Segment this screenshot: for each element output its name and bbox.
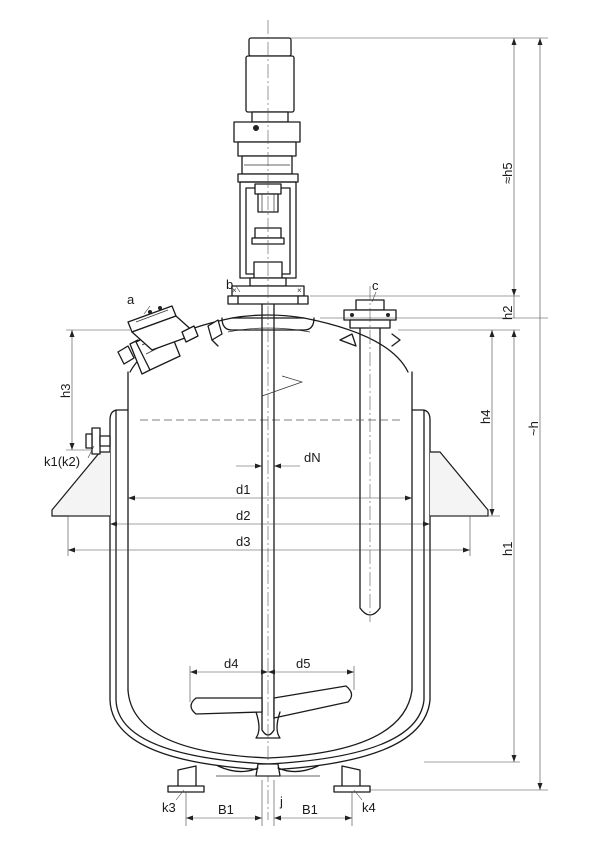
dim-diameters xyxy=(67,463,471,702)
label-d4: d4 xyxy=(224,656,238,671)
svg-text:×: × xyxy=(232,286,237,295)
jacket xyxy=(109,409,431,771)
label-h5: ≈h5 xyxy=(500,162,515,184)
thermowell xyxy=(359,286,381,622)
motor xyxy=(245,37,295,123)
label-dN: dN xyxy=(304,450,321,465)
label-c: c xyxy=(372,278,379,293)
label-k1: k1(k2) xyxy=(44,454,80,469)
label-k3: k3 xyxy=(162,800,176,815)
label-h: ~h xyxy=(526,421,541,436)
dim-bottom xyxy=(185,780,353,826)
nozzle-k1 xyxy=(85,427,111,455)
label-d2: d2 xyxy=(236,508,250,523)
label-k4: k4 xyxy=(362,800,376,815)
label-d5: d5 xyxy=(296,656,310,671)
label-a: a xyxy=(127,292,135,307)
label-h2: h2 xyxy=(500,306,515,320)
vessel-shell xyxy=(127,371,413,759)
nozzle-top-left xyxy=(207,319,223,347)
dim-verticals xyxy=(290,37,548,791)
label-B1-right: B1 xyxy=(302,802,318,817)
label-h3: h3 xyxy=(58,384,73,398)
bottom-outlet xyxy=(216,763,320,777)
manhole-a xyxy=(117,305,199,375)
label-h4: h4 xyxy=(478,410,493,424)
leg-k3 xyxy=(167,765,205,793)
svg-text:×: × xyxy=(297,286,302,295)
dim-h3 xyxy=(66,329,130,451)
leg-k4 xyxy=(333,765,371,793)
agitator xyxy=(190,20,353,820)
label-d1: d1 xyxy=(236,482,250,497)
label-j: j xyxy=(279,794,283,809)
leader-lines xyxy=(87,285,377,801)
level-mark xyxy=(261,375,304,397)
gearbox xyxy=(233,121,301,175)
label-h1: h1 xyxy=(500,542,515,556)
label-b: b xyxy=(226,277,233,292)
support-lugs xyxy=(51,451,489,517)
label-B1-left: B1 xyxy=(218,802,234,817)
label-d3: d3 xyxy=(236,534,250,549)
